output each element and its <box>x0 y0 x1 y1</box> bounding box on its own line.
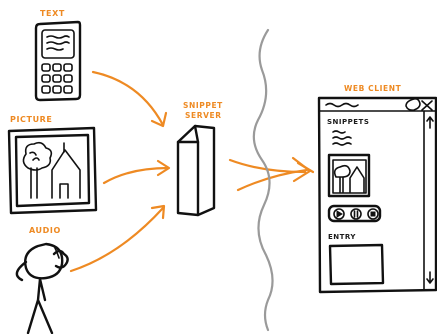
arrow-audio-to-server <box>71 206 164 271</box>
scroll-down-arrow-icon <box>427 272 433 283</box>
entry-heading: ENTRY <box>328 233 356 241</box>
audio-source-label: AUDIO <box>29 226 61 235</box>
arrow-text-to-server <box>93 72 166 126</box>
scroll-up-arrow-icon <box>427 117 433 128</box>
stop-button[interactable] <box>368 209 378 219</box>
play-button[interactable] <box>334 209 344 219</box>
picture-frame-icon <box>9 128 96 213</box>
snippet-server-label-line2: SERVER <box>185 111 222 120</box>
person-icon <box>17 244 68 333</box>
picture-source-label: PICTURE <box>10 115 53 124</box>
snippet-audio-player[interactable] <box>329 206 380 221</box>
entry-input-box[interactable] <box>330 245 383 284</box>
snippets-heading: SNIPPETS <box>327 118 369 126</box>
snippet-text-item[interactable] <box>333 131 351 145</box>
text-source-label: TEXT <box>40 9 65 18</box>
arrow-picture-to-server <box>104 161 169 183</box>
window-title-squiggle <box>326 104 358 107</box>
snippet-picture-item[interactable] <box>329 155 369 196</box>
snippet-server-label-line1: SNIPPET <box>183 101 223 110</box>
scrollbar[interactable] <box>424 111 433 290</box>
phone-icon <box>36 22 80 100</box>
pause-button[interactable] <box>351 209 361 219</box>
server-icon <box>178 126 214 215</box>
web-client-label: WEB CLIENT <box>344 84 402 93</box>
close-icon <box>406 99 432 110</box>
arrow-server-to-client <box>230 158 313 190</box>
